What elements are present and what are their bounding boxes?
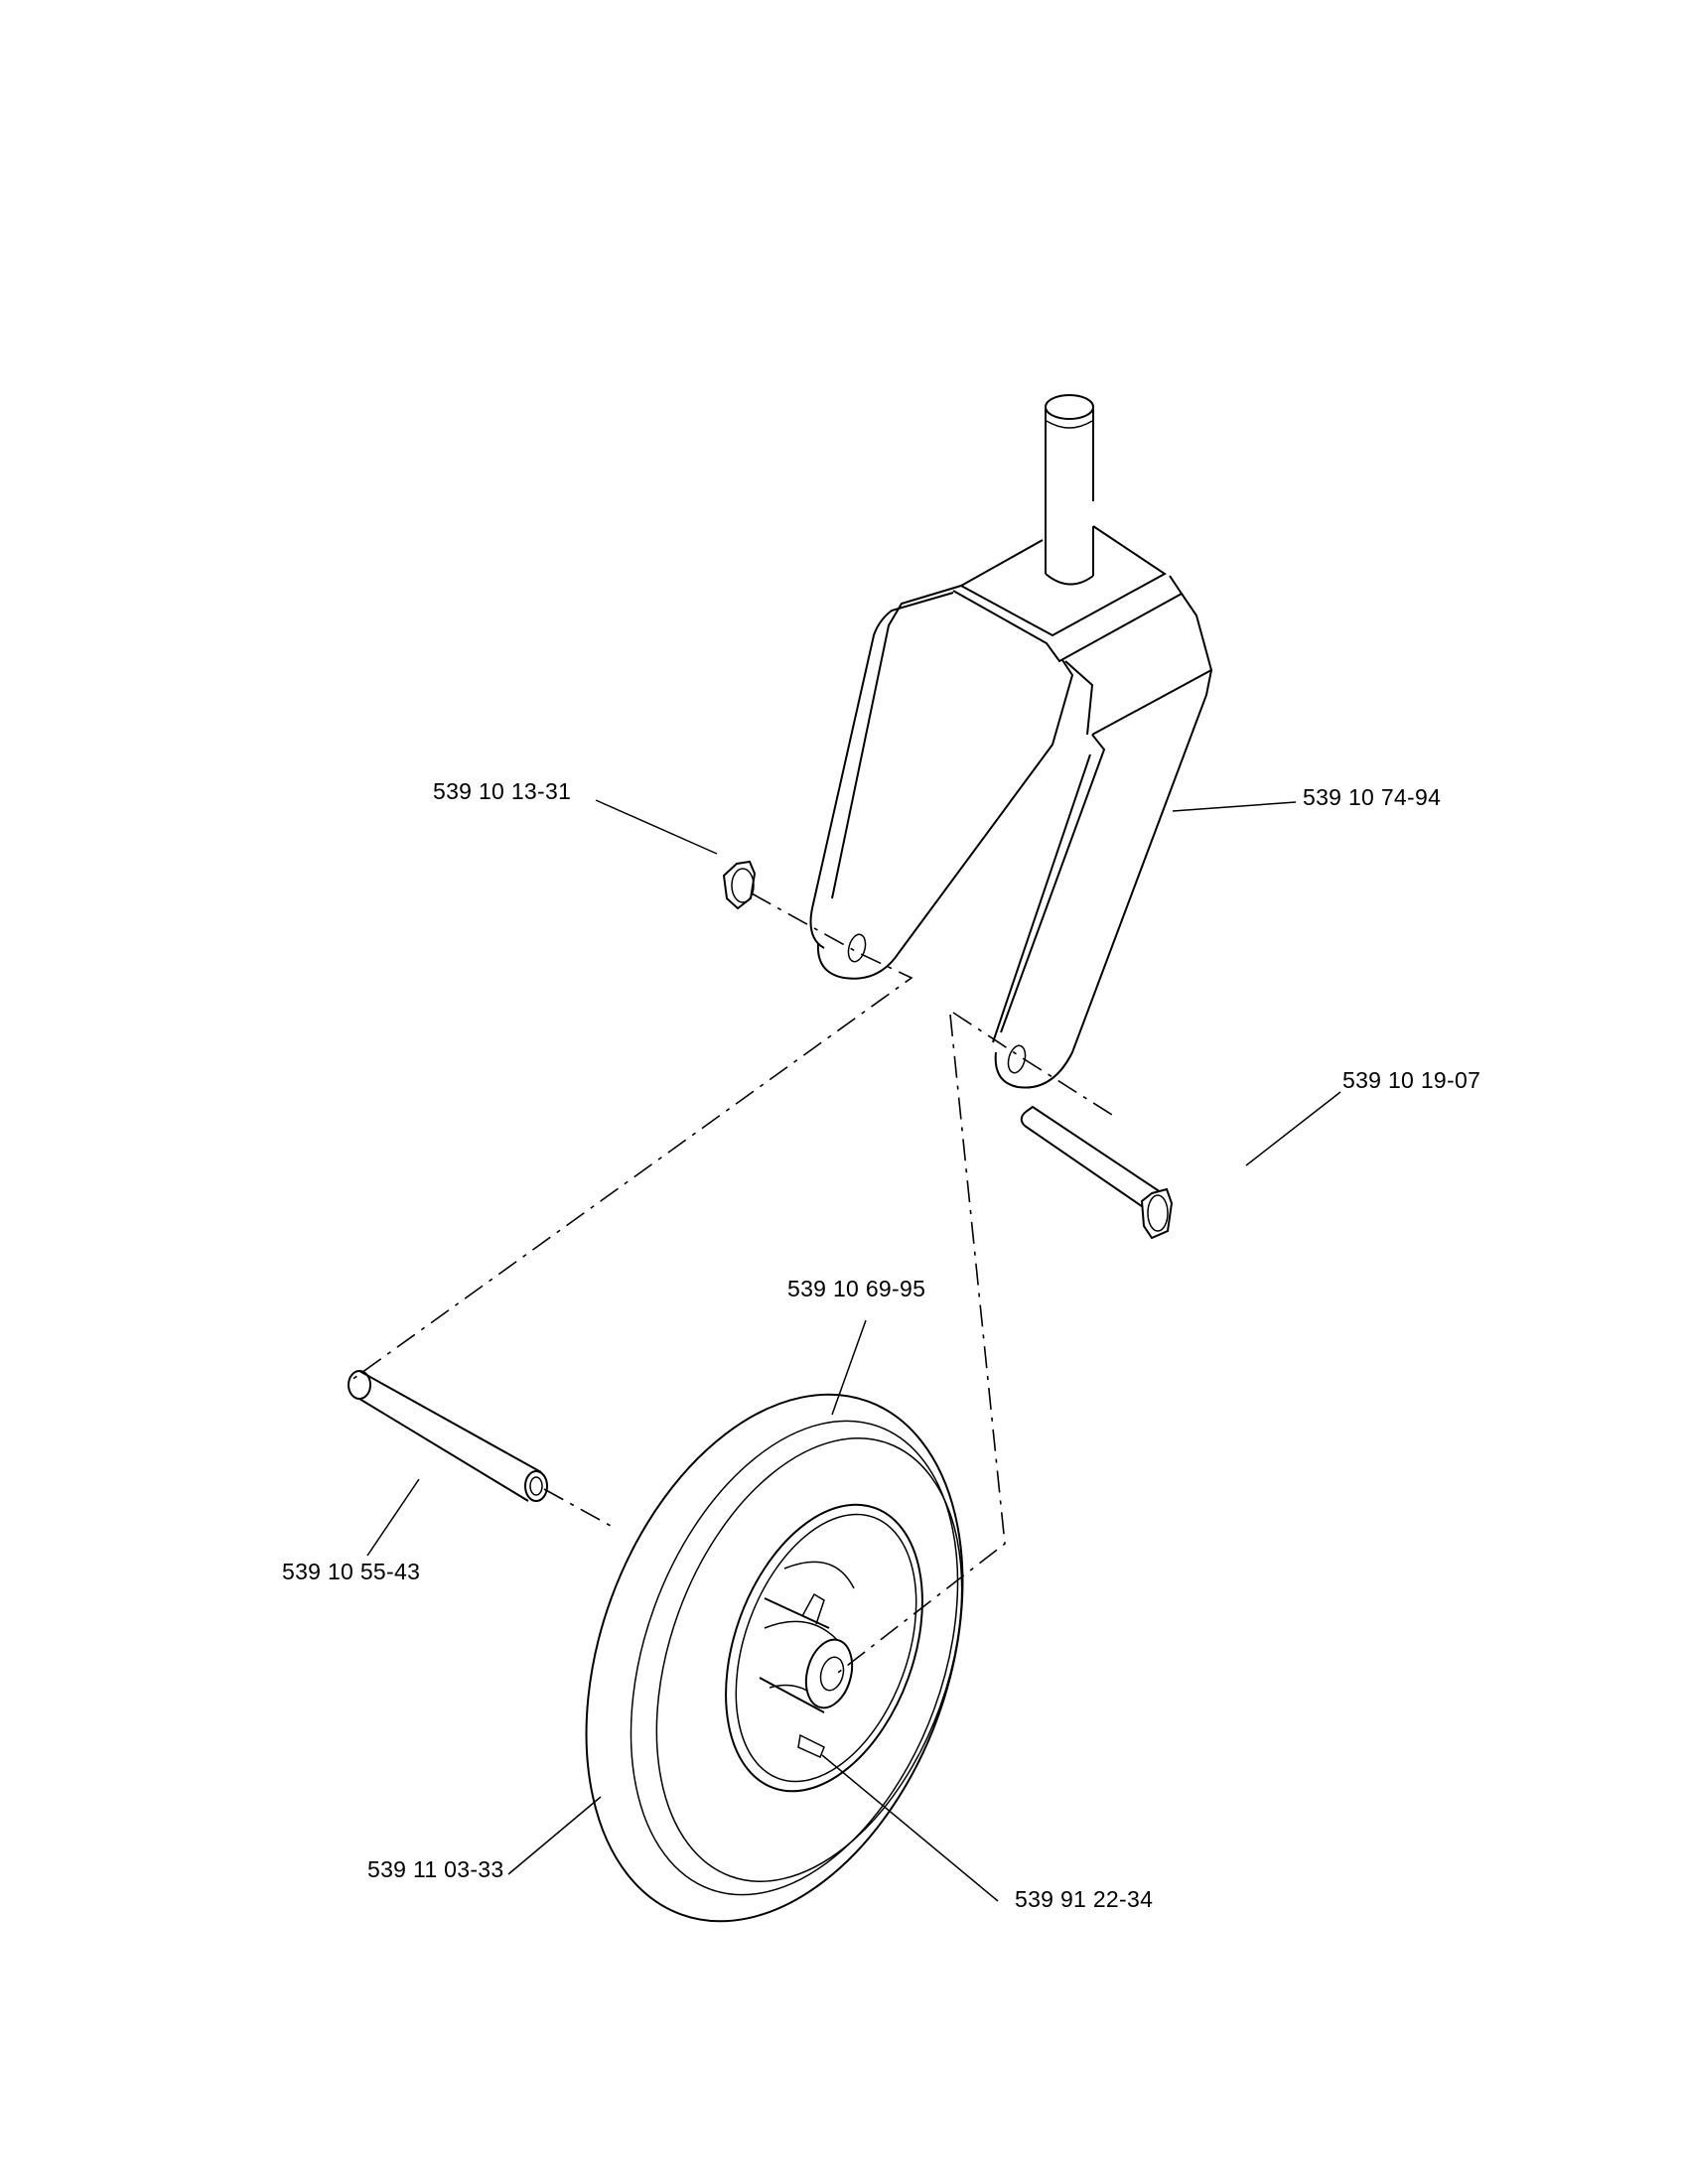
fork-part [809, 394, 1213, 1089]
bolt-part [1020, 1105, 1174, 1240]
part-label-wheel: 539 11 03-33 [367, 1856, 504, 1882]
part-label-nut: 539 10 13-31 [433, 778, 572, 804]
assembly-lines [347, 892, 1113, 1677]
leader-lines [366, 799, 1341, 1902]
part-label-grease-fitting: 539 91 22-34 [1015, 1886, 1154, 1912]
part-label-bolt: 539 10 19-07 [1342, 1067, 1481, 1093]
part-label-fork: 539 10 74-94 [1303, 784, 1442, 810]
part-label-spacer: 539 10 55-43 [282, 1559, 421, 1584]
wheel-part [585, 1393, 964, 1923]
part-label-tire: 539 10 69-95 [787, 1276, 926, 1301]
nut-part [722, 860, 757, 910]
spacer-part [348, 1370, 548, 1502]
